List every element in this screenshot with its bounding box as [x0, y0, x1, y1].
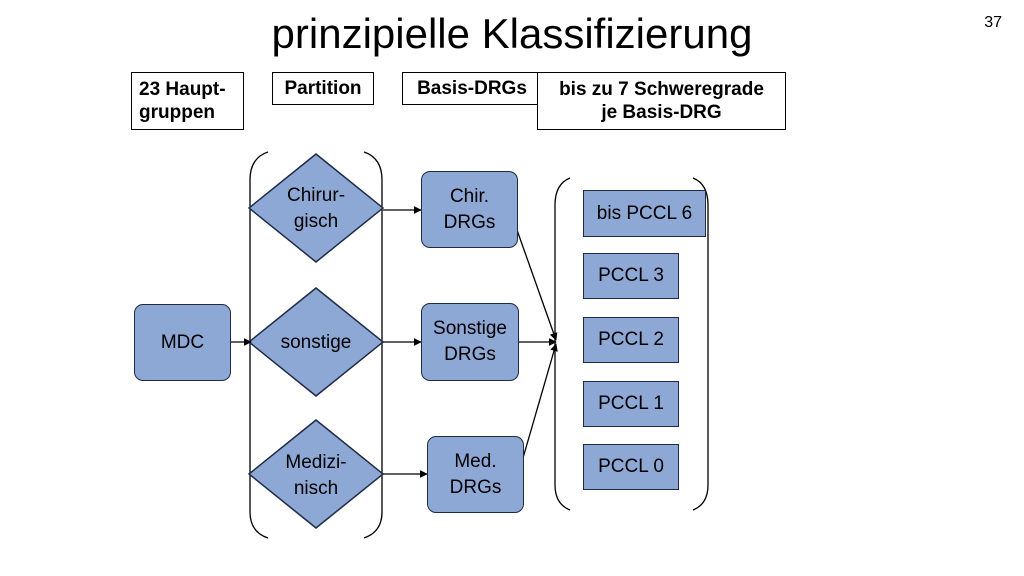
label-sonstige: sonstige	[280, 332, 352, 353]
node-chir-drgs: Chir. DRGs	[421, 171, 518, 248]
header-basis-drgs: Basis-DRGs	[402, 72, 542, 105]
partition-brace-right	[363, 151, 383, 539]
node-pccl1: PCCL 1	[583, 381, 679, 427]
node-sonstige-drgs: Sonstige DRGs	[421, 303, 519, 381]
slide-title: prinzipielle Klassifizierung	[271, 10, 753, 57]
node-med-drgs: Med. DRGs	[427, 436, 524, 513]
severity-brace-right	[692, 177, 709, 511]
label-medizinisch: Medizi- nisch	[285, 452, 347, 499]
severity-brace-left	[554, 177, 571, 511]
node-mdc: MDC	[134, 304, 231, 381]
arrow-med-drgs-severity	[522, 343, 558, 459]
diamond-chirurgisch	[247, 153, 385, 263]
label-chirurgisch: Chirur- gisch	[286, 185, 346, 232]
header-schweregrade: bis zu 7 Schweregrade je Basis-DRG	[537, 72, 786, 130]
diamond-medizinisch	[247, 419, 385, 529]
header-partition: Partition	[272, 72, 374, 105]
slide-number: 37	[984, 14, 1002, 31]
arrow-chir-drgs-severity	[516, 229, 558, 341]
node-pccl2: PCCL 2	[583, 317, 679, 363]
node-pccl3: PCCL 3	[583, 253, 679, 299]
node-pccl6: bis PCCL 6	[583, 190, 706, 237]
diamond-sonstige	[247, 287, 385, 397]
partition-brace-left	[249, 151, 269, 539]
header-hauptgruppen: 23 Haupt- gruppen	[131, 72, 244, 130]
node-pccl0: PCCL 0	[583, 444, 679, 490]
